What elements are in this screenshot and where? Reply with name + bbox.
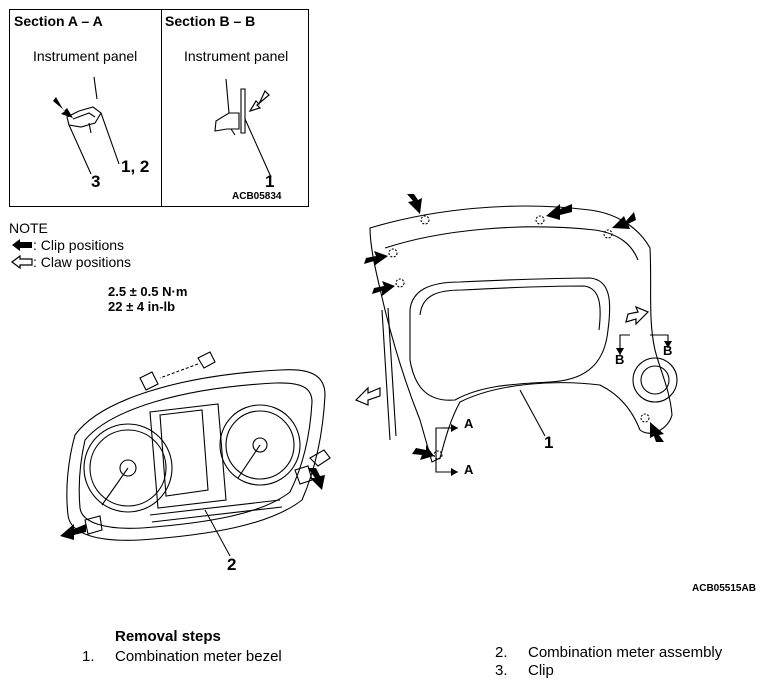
figure-code: ACB05515AB [692, 583, 756, 594]
section-b-callout-right: B [663, 343, 673, 358]
section-b-title: Section B – B [165, 13, 256, 29]
removal-step-2: 2.Combination meter assembly [495, 644, 723, 661]
section-b-callout-left: B [615, 352, 625, 367]
screw-icon [197, 351, 216, 369]
clip-arrow-icon [546, 204, 572, 220]
clip-arrow-icon [364, 251, 388, 266]
clip-arrow-icon [412, 445, 434, 460]
section-a-callout-3: 3 [91, 172, 101, 191]
section-b-drawing [214, 78, 272, 178]
section-b-panel-label: Instrument panel [184, 48, 289, 64]
clip-arrow-icon [612, 212, 636, 229]
clip-arrow-icon [60, 524, 86, 540]
removal-step-1: 1.Combination meter bezel [82, 648, 282, 665]
claw-arrow-icon [625, 305, 650, 326]
section-b-code: ACB05834 [232, 191, 282, 202]
torque-metric: 2.5 ± 0.5 N·m [108, 284, 188, 299]
section-a-callout-top: A [464, 416, 474, 431]
claw-arrow-icon [354, 386, 381, 406]
section-a-panel-label: Instrument panel [33, 48, 138, 64]
note-heading: NOTE [9, 220, 48, 236]
section-a-callout-12: 1, 2 [121, 157, 150, 176]
section-a-callout-bottom: A [464, 462, 474, 477]
section-b-callout-1: 1 [265, 172, 275, 191]
clip-arrow-icon [308, 468, 325, 490]
combination-meter-bezel-drawing [354, 194, 678, 476]
claw-arrow-icon [248, 89, 270, 113]
clip-arrow-icon [53, 97, 73, 118]
note-claw: : Claw positions [33, 254, 132, 270]
clip-legend-icon [12, 239, 32, 251]
clip-arrow-icon [650, 422, 664, 442]
callout-bezel: 1 [544, 433, 554, 452]
section-a-drawing [53, 76, 120, 175]
claw-legend-icon [11, 255, 33, 269]
removal-step-3: 3.Clip [495, 662, 554, 679]
removal-steps-title: Removal steps [115, 628, 221, 645]
clip-arrow-icon [407, 194, 422, 214]
note-clip: : Clip positions [33, 237, 125, 253]
clip-arrow-icon [372, 281, 395, 296]
combination-meter-assembly-drawing [60, 351, 331, 557]
torque-imperial: 22 ± 4 in-lb [108, 299, 176, 314]
section-b-box [161, 9, 309, 207]
section-a-title: Section A – A [14, 13, 103, 29]
callout-meter-assembly: 2 [227, 555, 237, 574]
